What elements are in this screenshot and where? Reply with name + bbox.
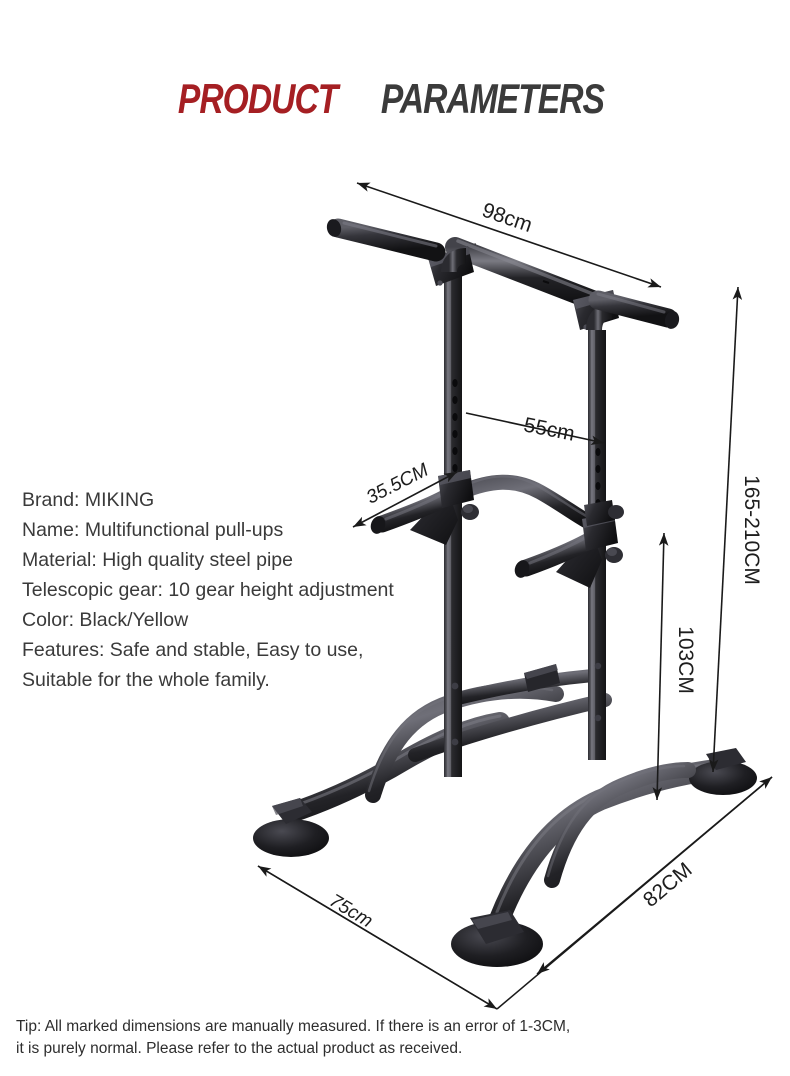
- dimension-label-98cm: 98cm: [479, 199, 535, 237]
- spec-item-material: Material: High quality steel pipe: [22, 549, 293, 571]
- left-side-grip: [326, 218, 446, 262]
- spec-item-features-cont: Suitable for the whole family.: [22, 669, 270, 691]
- spec-item-name: Name: Multifunctional pull-ups: [22, 519, 284, 541]
- right-dip-bar: [514, 500, 624, 588]
- dimension-55cm: 55cm: [465, 412, 605, 446]
- tip-line-2: it is purely normal. Please refer to the…: [16, 1040, 463, 1057]
- transport-bracket: [524, 664, 560, 692]
- dimension-label-103cm: 103CM: [674, 626, 697, 694]
- back-support-bar: [454, 474, 608, 536]
- dimension-label-165-210cm: 165-210CM: [740, 475, 763, 585]
- dimension-label-75cm: 75cm: [326, 890, 377, 932]
- dimension-label-82cm: 82CM: [639, 858, 697, 912]
- specification-list: Brand: MIKING Name: Multifunctional pull…: [22, 485, 452, 695]
- dimension-165-210cm: 165-210CM: [708, 286, 763, 773]
- pull-up-bar: [445, 237, 610, 313]
- spec-item-color: Color: Black/Yellow: [22, 609, 189, 631]
- title-word-product: PRODUCT: [177, 75, 338, 122]
- spec-item-brand: Brand: MIKING: [22, 489, 155, 511]
- dimension-label-55cm: 55cm: [522, 413, 577, 445]
- title-word-parameters: PARAMETERS: [381, 75, 605, 122]
- base-foot-right: [451, 748, 757, 967]
- height-adjustment-holes: [452, 379, 458, 472]
- foot-pad-disc: [253, 819, 329, 857]
- page-title: PRODUCT PARAMETERS: [0, 78, 790, 120]
- right-side-grip: [588, 290, 680, 329]
- spec-item-features: Features: Safe and stable, Easy to use,: [22, 639, 364, 661]
- dimension-103cm: 103CM: [652, 532, 697, 801]
- tip-line-1: Tip: All marked dimensions are manually …: [16, 1018, 571, 1035]
- measurement-tip-note: Tip: All marked dimensions are manually …: [16, 1016, 736, 1060]
- base-connector-bars: [408, 669, 612, 762]
- spec-item-telescopic: Telescopic gear: 10 gear height adjustme…: [22, 579, 394, 601]
